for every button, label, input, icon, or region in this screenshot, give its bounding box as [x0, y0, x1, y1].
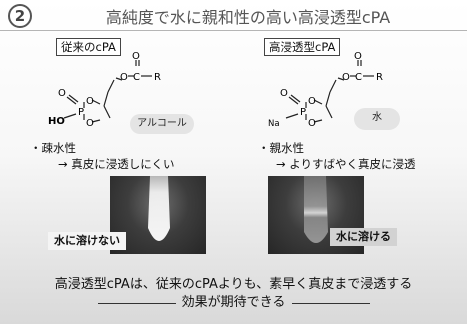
conventional-cpa-structure: O O C R O O P O HO	[48, 52, 161, 129]
r-group: R	[376, 72, 383, 83]
phosphorus-atom: P	[300, 107, 306, 118]
insoluble-sample-photo	[110, 176, 206, 254]
phosphoryl-oxygen: O	[58, 88, 66, 99]
footer-rule-right	[292, 303, 370, 304]
carbonyl-carbon: C	[133, 72, 140, 83]
high-penetration-cpa-label: 高浸透型cPA	[264, 38, 341, 56]
ring-oxygen-upper: O	[86, 96, 94, 107]
water-solvent-pill: 水	[354, 108, 400, 130]
high-penetration-effect: → よりすばやく真皮に浸透	[276, 157, 416, 171]
phosphoryl-oxygen: O	[280, 88, 288, 99]
ring-oxygen-upper: O	[308, 96, 316, 107]
ester-oxygen: O	[120, 72, 128, 83]
insoluble-caption: 水に溶けない	[48, 232, 126, 250]
bullet-mark: ・	[30, 141, 42, 155]
slide-title: 高純度で水に親和性の高い高浸透型cPA	[105, 8, 391, 27]
hydroxyl-group: HO	[48, 116, 65, 127]
carbonyl-oxygen: O	[132, 52, 140, 62]
conventional-property: ・疎水性	[30, 141, 76, 155]
carbonyl-oxygen: O	[354, 52, 362, 62]
r-group: R	[154, 72, 161, 83]
ring-oxygen-lower: O	[86, 118, 94, 129]
high-penetration-cpa-structure: O O C R O O P O Na	[268, 52, 383, 129]
footer-rule-left	[98, 303, 176, 304]
conclusion-line-1: 高浸透型cPAは、従来のcPAよりも、素早く真皮まで浸透する	[54, 277, 413, 292]
ester-oxygen: O	[342, 72, 350, 83]
title-divider	[0, 30, 467, 31]
carbonyl-carbon: C	[355, 72, 362, 83]
ring-oxygen-lower: O	[308, 118, 316, 129]
conclusion-line-2: 効果が期待できる	[181, 295, 286, 310]
sodium-counterion: Na	[268, 119, 280, 129]
alcohol-solvent-pill: アルコール	[130, 114, 194, 134]
phosphorus-atom: P	[78, 107, 84, 118]
conventional-cpa-label: 従来のcPA	[56, 38, 121, 56]
slide-number-badge: 2	[8, 4, 32, 28]
high-penetration-property: ・親水性	[258, 141, 304, 155]
soluble-caption: 水に溶ける	[330, 228, 397, 246]
bullet-mark: ・	[258, 141, 270, 155]
conventional-effect: → 真皮に浸透しにくい	[58, 157, 175, 171]
